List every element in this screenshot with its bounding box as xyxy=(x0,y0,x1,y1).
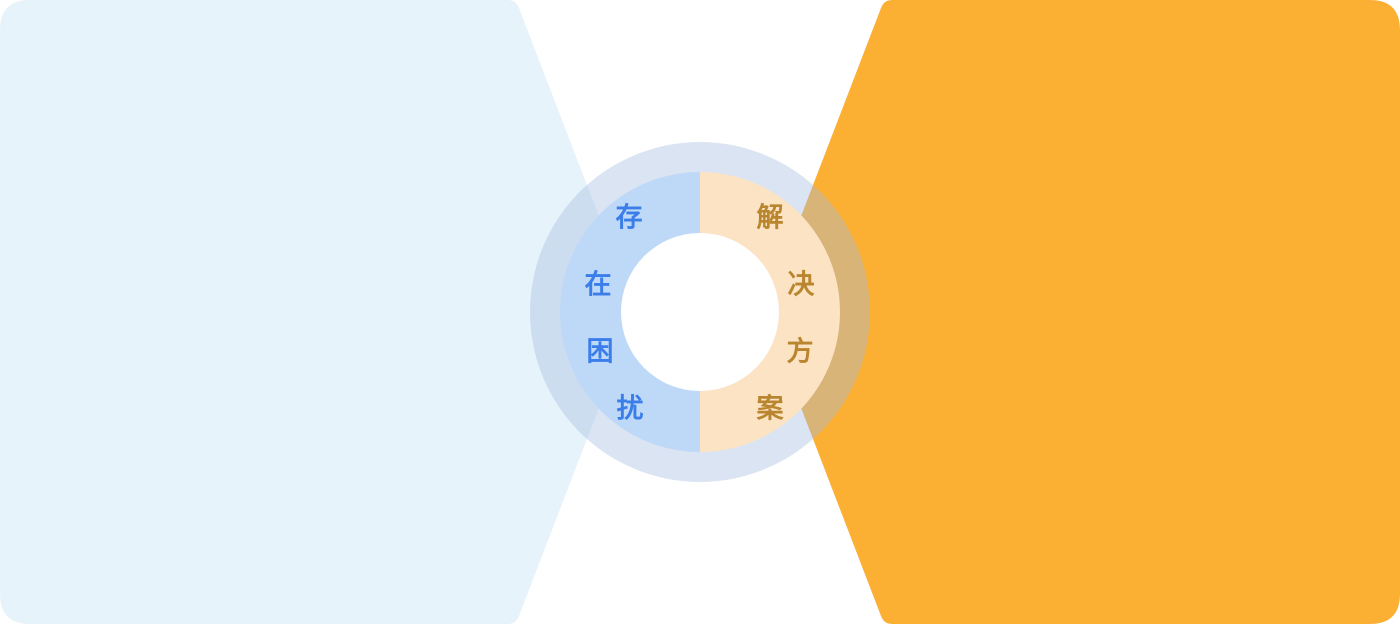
right-label-char-3: 方 xyxy=(787,336,814,368)
left-problem-panel xyxy=(0,0,634,624)
right-label-char-1: 解 xyxy=(757,203,784,234)
left-label: 存 在 困 扰 xyxy=(585,203,644,425)
left-label-char-1: 存 xyxy=(616,203,643,234)
right-label: 解 决 方 案 xyxy=(756,203,816,425)
donut-inner-circle xyxy=(621,233,779,391)
left-label-char-4: 扰 xyxy=(617,394,644,425)
right-label-char-2: 决 xyxy=(788,270,816,301)
right-solution-panel xyxy=(766,0,1400,624)
right-label-char-4: 案 xyxy=(756,393,785,425)
left-label-char-3: 困 xyxy=(587,337,614,368)
left-label-char-2: 在 xyxy=(585,270,612,301)
